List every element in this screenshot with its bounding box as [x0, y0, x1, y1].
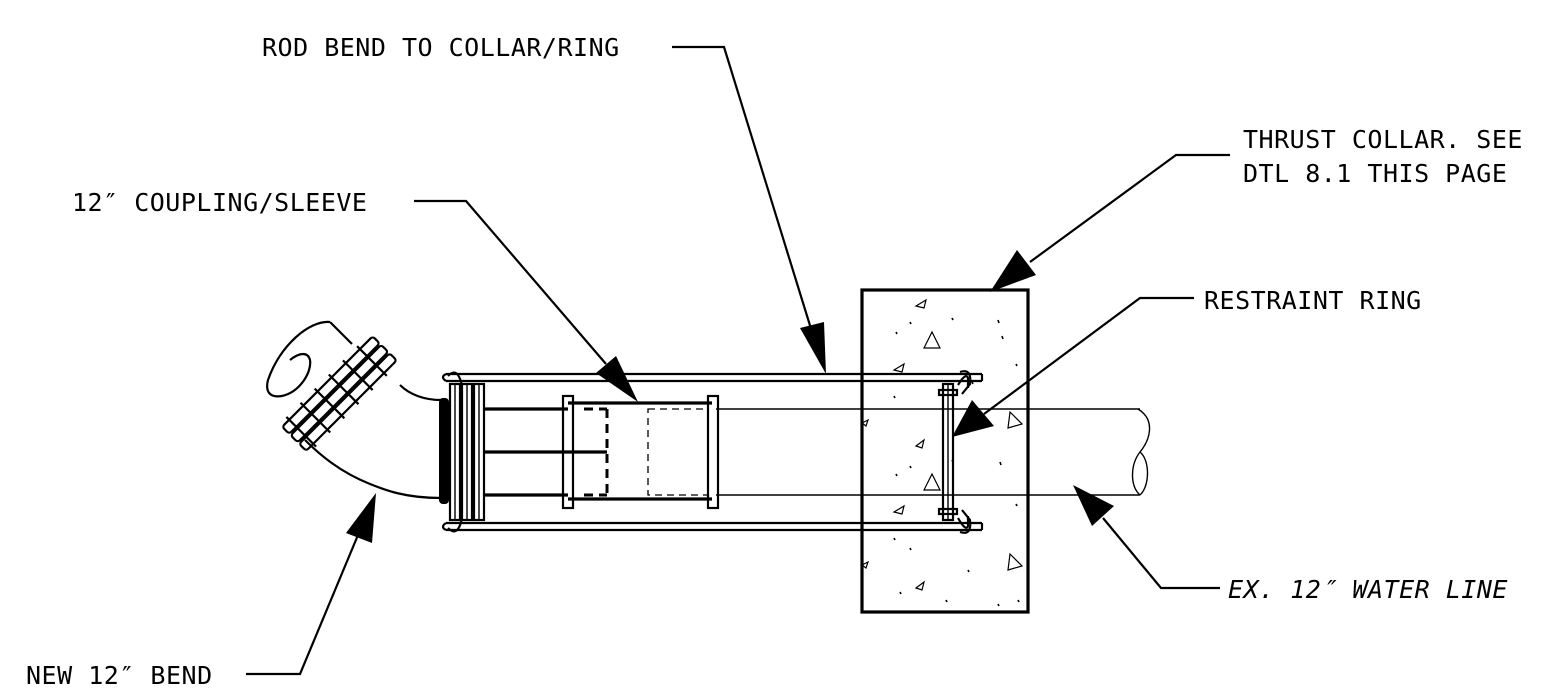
- label-new-bend: NEW 12″ BEND: [26, 661, 213, 690]
- leader-new-bend: [246, 493, 376, 676]
- bend-flange-joint: [439, 371, 486, 533]
- leader-coupling: [414, 199, 638, 402]
- tie-rod-bottom: [441, 509, 984, 534]
- existing-water-line-pipe: [716, 408, 1151, 496]
- label-restraint-ring: RESTRAINT RING: [1204, 286, 1422, 315]
- leader-thrust-collar: [990, 153, 1230, 292]
- spool-pipe: [484, 407, 607, 497]
- new-bend-fitting: [266, 320, 442, 500]
- restraint-ring: [937, 375, 970, 529]
- label-thrust-collar-line2: DTL 8.1 THIS PAGE: [1243, 159, 1507, 188]
- label-coupling: 12″ COUPLING/SLEEVE: [72, 188, 367, 217]
- tie-rod-top: [441, 370, 984, 395]
- label-water-line: EX. 12″ WATER LINE: [1228, 575, 1508, 604]
- leader-rod-bend: [672, 45, 826, 374]
- label-rod-bend: ROD BEND TO COLLAR/RING: [262, 33, 620, 62]
- aggregate-specks: [893, 317, 1020, 607]
- label-thrust-collar-line1: THRUST COLLAR. SEE: [1243, 125, 1523, 154]
- thrust-collar-block: [860, 288, 1030, 614]
- leader-water-line: [1073, 485, 1220, 590]
- leader-restraint-ring: [952, 296, 1194, 437]
